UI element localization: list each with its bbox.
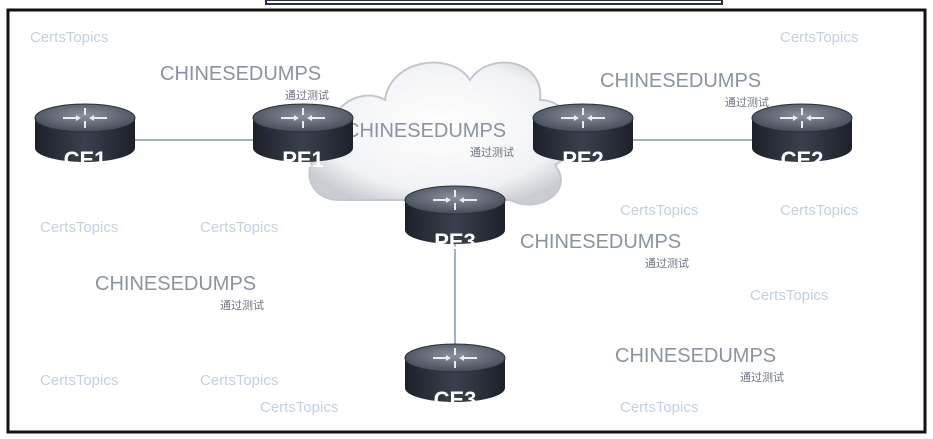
certstopics-watermark: CertsTopics xyxy=(200,372,278,389)
router-arrows-icon xyxy=(63,108,107,128)
router-pe1[interactable]: PE1 xyxy=(252,103,354,172)
watermark-sub: 通过测试 xyxy=(725,96,769,109)
router-pe3[interactable]: PE3 xyxy=(404,185,506,254)
router-label: PE2 xyxy=(562,147,604,172)
certstopics-watermark: CertsTopics xyxy=(620,399,698,416)
chinesedumps-watermark: CHINESEDUMPS 通过测试 xyxy=(345,120,514,159)
watermark-brand: CHINESEDUMPS xyxy=(615,345,776,367)
watermark-sub: 通过测试 xyxy=(220,299,264,312)
router-label: CE1 xyxy=(64,147,107,172)
watermark-brand: CHINESEDUMPS xyxy=(520,231,681,253)
router-arrows-icon xyxy=(561,108,605,128)
router-label: CE2 xyxy=(781,147,824,172)
router-top xyxy=(34,103,136,133)
router-arrows-icon xyxy=(433,348,477,368)
certstopics-watermark: CertsTopics xyxy=(260,399,338,416)
chinesedumps-watermark: CHINESEDUMPS 通过测试 xyxy=(95,273,264,312)
router-arrows-icon xyxy=(433,190,477,210)
chinesedumps-watermark: CHINESEDUMPS 通过测试 xyxy=(160,63,329,102)
certstopics-watermark: CertsTopics xyxy=(200,219,278,236)
router-top xyxy=(532,103,634,133)
watermark-brand: CHINESEDUMPS xyxy=(160,63,321,85)
watermark-sub: 通过测试 xyxy=(740,371,784,384)
router-top xyxy=(404,185,506,215)
router-top xyxy=(404,343,506,373)
router-ce1[interactable]: CE1 xyxy=(34,103,136,172)
watermark-sub: 通过测试 xyxy=(645,257,689,270)
router-top xyxy=(751,103,853,133)
router-ce3[interactable]: CE3 xyxy=(404,343,506,412)
certstopics-watermark: CertsTopics xyxy=(40,219,118,236)
certstopics-watermark: CertsTopics xyxy=(780,202,858,219)
router-arrows-icon xyxy=(281,108,325,128)
top-bar-fragment xyxy=(265,0,723,5)
router-pe2[interactable]: PE2 xyxy=(532,103,634,172)
watermark-brand: CHINESEDUMPS xyxy=(95,273,256,295)
watermark-sub: 通过测试 xyxy=(470,146,514,159)
chinesedumps-watermark: CHINESEDUMPS 通过测试 xyxy=(600,70,769,109)
certstopics-watermark: CertsTopics xyxy=(750,287,828,304)
router-ce2[interactable]: CE2 xyxy=(751,103,853,172)
watermark-brand: CHINESEDUMPS xyxy=(345,120,506,142)
certstopics-watermark: CertsTopics xyxy=(30,29,108,46)
router-arrows-icon xyxy=(780,108,824,128)
router-top xyxy=(252,103,354,133)
certstopics-watermark: CertsTopics xyxy=(780,29,858,46)
chinesedumps-watermark: CHINESEDUMPS 通过测试 xyxy=(615,345,784,384)
router-label: PE3 xyxy=(434,229,476,254)
chinesedumps-watermark: CHINESEDUMPS 通过测试 xyxy=(520,231,689,270)
router-label: CE3 xyxy=(434,387,477,412)
router-label: PE1 xyxy=(282,147,324,172)
watermark-brand: CHINESEDUMPS xyxy=(600,70,761,92)
watermark-sub: 通过测试 xyxy=(285,89,329,102)
certstopics-watermark: CertsTopics xyxy=(620,202,698,219)
certstopics-watermark: CertsTopics xyxy=(40,372,118,389)
